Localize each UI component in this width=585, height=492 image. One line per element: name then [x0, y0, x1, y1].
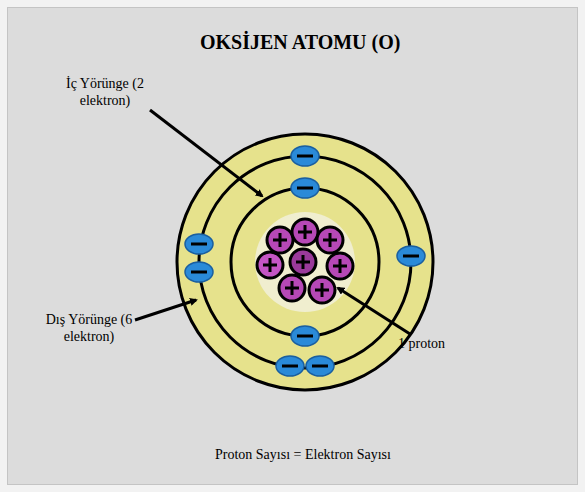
nucleus	[257, 219, 353, 303]
diagram-title: OKSİJEN ATOMU (O)	[200, 30, 400, 54]
callout-label: Dış Yörünge (6 elektron)	[44, 312, 134, 346]
diagram-caption: Proton Sayısı = Elektron Sayısı	[215, 447, 391, 464]
callout-label: 1 proton	[398, 336, 445, 353]
inner-orbit	[231, 188, 379, 336]
leader-line	[338, 288, 410, 334]
callout-label: İç Yörünge (2 elektron)	[60, 76, 150, 110]
electrons	[185, 146, 425, 376]
leader-line	[135, 300, 196, 320]
nucleus-ground	[255, 212, 355, 312]
atom-disc	[177, 134, 433, 390]
leader-line	[150, 110, 262, 196]
